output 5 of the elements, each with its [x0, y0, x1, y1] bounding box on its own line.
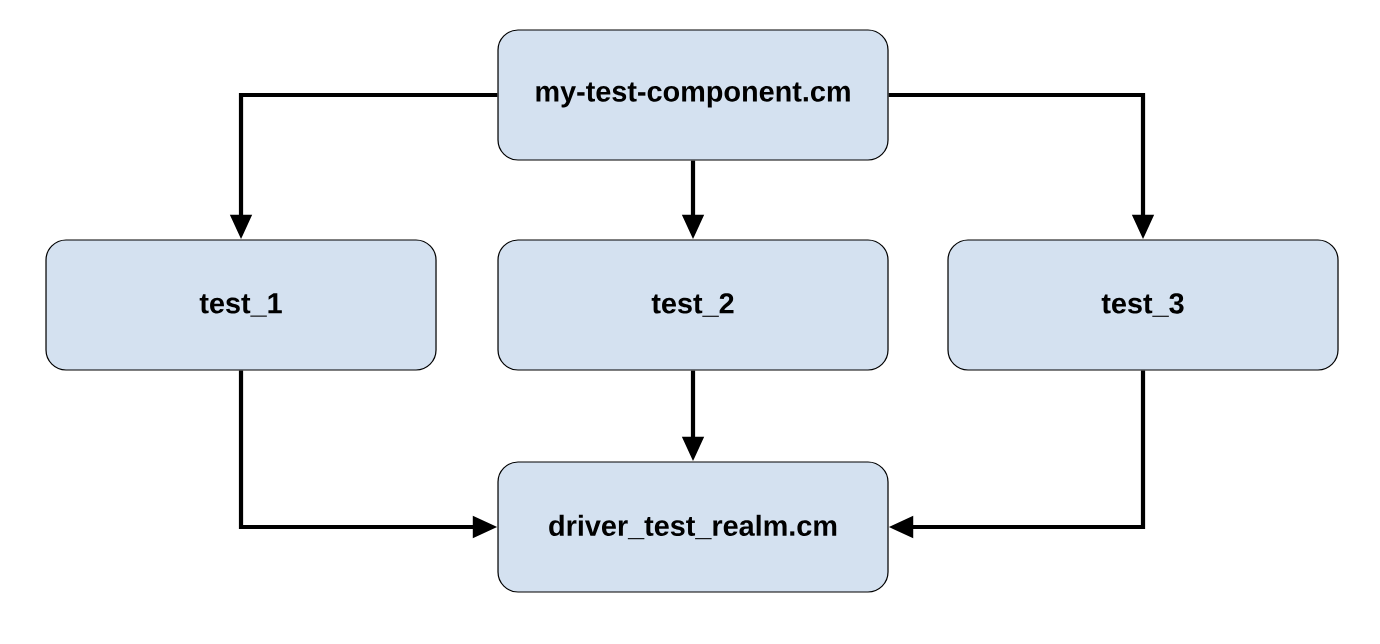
process-box: test_2: [497, 239, 889, 371]
process-box: driver_test_realm.cm: [497, 461, 889, 593]
process-box: test_3: [947, 239, 1339, 371]
process-box: test_1: [45, 239, 437, 371]
process-box: my-test-component.cm: [497, 29, 889, 161]
